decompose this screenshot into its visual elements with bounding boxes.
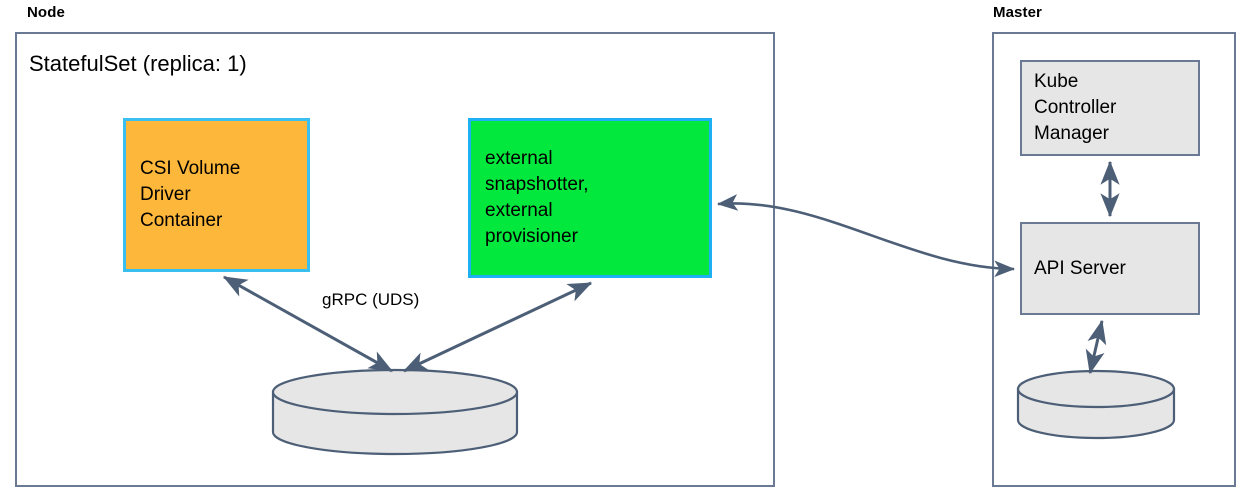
node-csi-volume-driver-container[interactable]: CSI Volume Driver Container xyxy=(123,118,310,272)
node-group-label: Node xyxy=(27,4,65,21)
node-external-sidecars-label: external snapshotter, external provision… xyxy=(485,148,589,247)
node-api-server[interactable]: API Server xyxy=(1020,222,1200,315)
node-emptydir-volume-label: EmptyDir Volume xyxy=(292,410,424,429)
master-group-label: Master xyxy=(993,4,1042,21)
node-api-server-label: API Server xyxy=(1034,257,1126,279)
node-etcd-label: etcd xyxy=(1037,400,1070,419)
node-external-sidecars[interactable]: external snapshotter, external provision… xyxy=(468,118,712,278)
edge-label-grpc-uds: gRPC (UDS) xyxy=(322,290,420,309)
node-kube-controller-manager[interactable]: Kube Controller Manager xyxy=(1020,60,1200,156)
node-kube-controller-manager-label: Kube Controller Manager xyxy=(1034,71,1117,144)
node-csi-volume-driver-label: CSI Volume Driver Container xyxy=(140,158,241,231)
statefulset-title: StatefulSet (replica: 1) xyxy=(29,51,247,76)
